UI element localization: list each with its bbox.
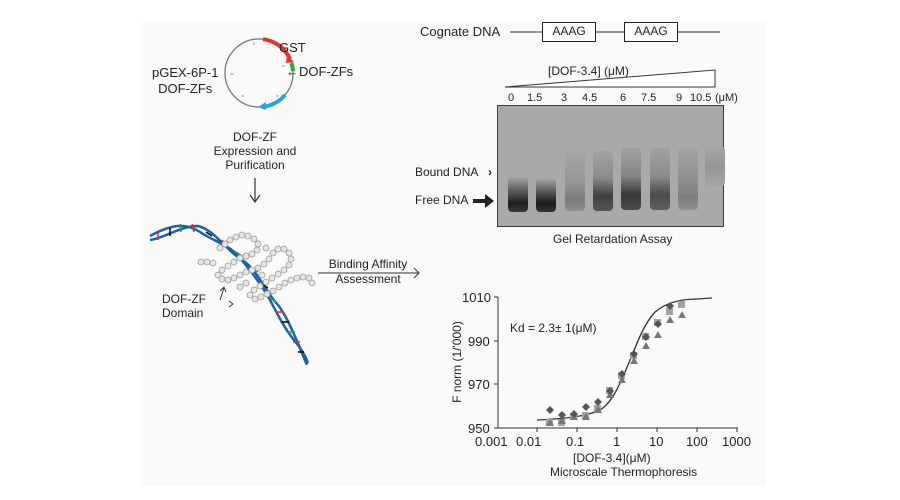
diamonds-series xyxy=(546,302,674,419)
x-tick-label: 10 xyxy=(649,434,664,449)
gel-lane-8 xyxy=(705,146,725,186)
lane-label: 6 xyxy=(620,92,627,104)
gst-label: GST xyxy=(279,40,306,55)
lane-label: 7.5 xyxy=(641,92,657,104)
plasmid-name-line1: pGEX-6P-1 xyxy=(152,65,219,80)
kd-annotation: Kd = 2.3± 1(μM) xyxy=(510,321,597,335)
expression-line2: Expression and xyxy=(213,144,297,158)
motif-box-2: AAAG xyxy=(624,22,678,42)
lane-label: 1.5 xyxy=(527,92,543,104)
lane-unit: (μM) xyxy=(715,92,738,104)
y-tick-label: 970 xyxy=(468,377,490,392)
bound-dna-label: Bound DNA xyxy=(415,165,479,179)
y-tick-label: 990 xyxy=(468,334,490,349)
lane-label: 0 xyxy=(508,92,515,104)
plasmid-name-line2: DOF-ZFs xyxy=(158,81,213,96)
x-tick-label: 1 xyxy=(613,434,621,449)
lane-label: 10.5 xyxy=(690,92,712,104)
squares-series xyxy=(546,301,685,426)
expression-line1: DOF-ZF xyxy=(233,130,277,144)
y-axis-label: F norm (1/'000) xyxy=(450,321,464,403)
lane-label: 4.5 xyxy=(582,92,598,104)
x-tick-label: 0.001 xyxy=(475,434,508,449)
binding-line2: Assessment xyxy=(335,272,401,286)
gel-caption: Gel Retardation Assay xyxy=(553,232,673,246)
binding-affinity-label: Binding Affinity Assessment xyxy=(318,257,418,287)
dof-zfs-insert-label: ←DOF-ZFs xyxy=(286,64,354,79)
gel-lane-1 xyxy=(508,176,528,212)
motif-box-1: AAAG xyxy=(542,22,596,42)
x-tick-label: 1000 xyxy=(722,434,751,449)
gel-lane-4 xyxy=(593,151,613,211)
dof-zf-domain-label: DOF-ZF Domain xyxy=(162,292,206,320)
gel-concentration-label: [DOF-3.4] (μM) xyxy=(548,64,629,78)
gel-lane-7 xyxy=(678,148,698,210)
x-tick-label: 0.01 xyxy=(516,434,542,449)
gel-lane-6 xyxy=(650,148,670,210)
free-dna-label: Free DNA xyxy=(415,193,469,207)
x-tick-label: 100 xyxy=(686,434,708,449)
plasmid-name: pGEX-6P-1 DOF-ZFs xyxy=(152,65,218,97)
y-tick-label: 1010 xyxy=(462,290,491,305)
bound-dna-chevron-icon: › xyxy=(488,165,492,179)
lane-label: 9 xyxy=(676,92,683,104)
fit-curve xyxy=(536,297,713,421)
triangles-series xyxy=(546,311,686,426)
lane-label: 3 xyxy=(561,92,568,104)
gel-lane-3 xyxy=(565,151,585,211)
gel-lane-5 xyxy=(621,148,641,210)
expression-step-label: DOF-ZF Expression and Purification xyxy=(200,130,310,172)
gel-image xyxy=(497,105,725,227)
x-axis-label: [DOF-3.4](μM) xyxy=(573,451,651,465)
expression-line3: Purification xyxy=(225,158,285,172)
mst-caption: Microscale Thermophoresis xyxy=(550,465,698,479)
domain-label-line2: Domain xyxy=(162,306,204,320)
binding-line1: Binding Affinity xyxy=(328,257,408,271)
x-tick-label: 0.1 xyxy=(566,434,585,449)
cognate-dna-label: Cognate DNA xyxy=(420,24,501,39)
domain-label-line1: DOF-ZF xyxy=(162,292,206,306)
y-tick-label: 950 xyxy=(468,421,490,436)
gel-lane-2 xyxy=(536,178,556,212)
